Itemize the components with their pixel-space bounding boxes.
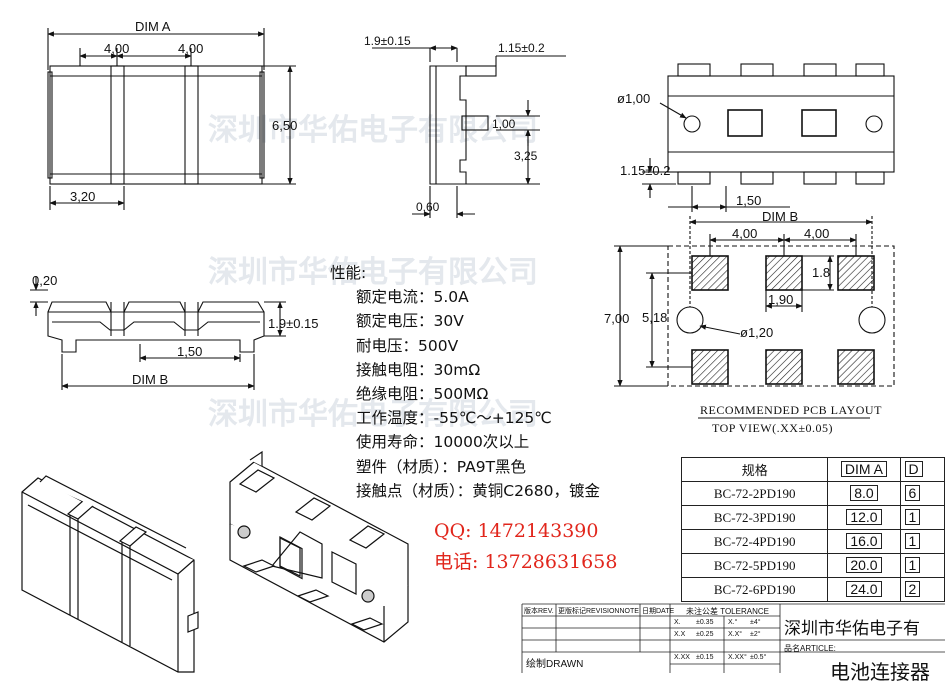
watermark-group: 深圳市华佑电子有限公司 深圳市华佑电子有限公司 深圳市华佑电子有限公司 <box>208 113 538 432</box>
pcb-pitch-2-label: 4,00 <box>804 226 829 241</box>
ang-3: X.XX° <box>728 654 747 661</box>
pcb-caption-subtitle: TOP VIEW(.XX±0.05) <box>712 421 834 435</box>
spec-row: 塑件（材质）：PA9T黑色 <box>356 457 527 476</box>
dim-a-cell: 20.0 <box>827 553 901 578</box>
column-header-model: 规格 <box>680 457 829 482</box>
side-t1-label: 1.9±0.15 <box>364 34 411 48</box>
pcb-layout <box>614 216 895 419</box>
article-name: 电池连接器 <box>830 660 930 684</box>
phone-number: 电话: 13728631658 <box>434 551 618 573</box>
pcb-pad-w-label: 1,90 <box>768 292 793 307</box>
dim-b-cell: 1 <box>899 529 945 554</box>
spec-row: 工作温度：-55℃～+125℃ <box>356 409 552 428</box>
side-t5-label: 0,60 <box>416 200 440 214</box>
table-row: BC-72-4PD190 16.0 1 <box>680 529 945 554</box>
date-label: 日期DATE <box>642 608 675 615</box>
front-pitch-label: 1,50 <box>177 344 202 359</box>
dim-a-cell: 8.0 <box>827 481 901 506</box>
tol-xx-value: ±0.25 <box>696 631 714 638</box>
table-header-row: 规格 DIM A D <box>680 457 945 482</box>
dim-b-cell: 1 <box>899 553 945 578</box>
bottom-pitch-label: 1,50 <box>736 193 761 208</box>
column-header-dim-a: DIM A <box>827 457 901 482</box>
tol-xxx: X.XX <box>674 654 690 661</box>
ang-1-value: ±4° <box>750 619 761 626</box>
table-row: BC-72-6PD190 24.0 2 <box>680 577 945 602</box>
ang-3-value: ±0.5° <box>750 654 767 661</box>
bottom-pad-label: 1.15±0.2 <box>620 163 671 178</box>
spec-row: 额定电流：5.0A <box>356 288 469 307</box>
side-t3-label: 1,00 <box>492 117 516 131</box>
performance-specs: 性能: 额定电流：5.0A 额定电压：30V 耐电压：500V 接触电阻：30m… <box>330 261 600 503</box>
dim-a-cell: 12.0 <box>827 505 901 530</box>
model-cell: BC-72-2PD190 <box>680 481 829 506</box>
side-view <box>372 45 566 218</box>
front-height-label: 1.9±0.15 <box>268 316 319 331</box>
watermark-2: 深圳市华佑电子有限公司 <box>208 255 538 290</box>
dim-b-cell: 1 <box>899 505 945 530</box>
contact-info: QQ: 1472143390 电话: 13728631658 <box>434 516 617 578</box>
pcb-caption: RECOMMENDED PCB LAYOUT TOP VIEW(.XX±0.05… <box>700 403 882 436</box>
bottom-hole-label: ø1,00 <box>617 91 650 106</box>
model-cell: BC-72-4PD190 <box>680 529 829 554</box>
watermark-3: 深圳市华佑电子有限公司 <box>208 397 538 432</box>
tol-xxx-value: ±0.15 <box>696 654 714 661</box>
model-dimension-table: 规格 DIM A D BC-72-2PD190 8.0 6 BC-72-3PD1… <box>680 457 945 602</box>
pcb-pad-h-label: 1.8 <box>812 265 830 280</box>
front-gap-label: 0,20 <box>32 273 57 288</box>
bottom-view <box>642 63 895 212</box>
spec-row: 使用寿命：10000次以上 <box>356 433 530 452</box>
pcb-height-label: 7,00 <box>604 311 629 326</box>
top-height-label: 6,50 <box>272 118 297 133</box>
dim-a-cell: 16.0 <box>827 529 901 554</box>
ang-1: X.° <box>728 619 738 626</box>
isometric-view-2 <box>229 450 409 643</box>
pcb-dim-b-label: DIM B <box>762 209 798 224</box>
side-t4-label: 3,25 <box>514 149 538 163</box>
ang-2-value: ±2° <box>750 631 761 638</box>
company-name: 深圳市华佑电子有 <box>784 619 920 639</box>
model-cell: BC-72-6PD190 <box>680 577 829 602</box>
rev-label: 版本REV. <box>524 608 554 615</box>
top-dim-a-label: DIM A <box>135 19 171 34</box>
dim-b-cell: 6 <box>899 481 945 506</box>
model-cell: BC-72-3PD190 <box>680 505 829 530</box>
revision-note-label: 更版标记REVISIONNOTE <box>558 608 639 615</box>
tol-x: X. <box>674 619 681 626</box>
dim-a-cell: 24.0 <box>827 577 901 602</box>
spec-row: 接触点（材质）：黄铜C2680，镀金 <box>356 481 601 500</box>
pcb-hole-label: ø1,20 <box>740 325 773 340</box>
pcb-caption-title: RECOMMENDED PCB LAYOUT <box>700 403 882 417</box>
qq-number: QQ: 1472143390 <box>434 520 599 542</box>
dim-b-cell: 2 <box>899 577 945 602</box>
ang-2: X.X° <box>728 631 743 638</box>
top-view <box>47 28 296 210</box>
pcb-span-label: 5,18 <box>642 310 667 325</box>
table-row: BC-72-3PD190 12.0 1 <box>680 505 945 530</box>
top-pitch-1-label: 4,00 <box>104 41 129 56</box>
spec-row: 接触电阻：30mΩ <box>356 360 481 379</box>
tol-x-value: ±0.35 <box>696 619 714 626</box>
tolerance-label: 未注公差 TOLERANCE <box>686 607 769 616</box>
article-label: 品名ARTICLE: <box>784 644 836 653</box>
front-dim-b-label: DIM B <box>132 372 168 387</box>
model-cell: BC-72-5PD190 <box>680 553 829 578</box>
tol-xx: X.X <box>674 631 686 638</box>
spec-row: 绝缘电阻：500MΩ <box>356 385 489 404</box>
title-block-frame <box>521 603 945 673</box>
table-row: BC-72-2PD190 8.0 6 <box>680 481 945 506</box>
column-header-dim-b: D <box>899 457 945 482</box>
spec-row: 耐电压：500V <box>356 336 459 355</box>
drawn-label: 绘制DRAWN <box>526 659 584 670</box>
side-t2-label: 1.15±0.2 <box>498 41 545 55</box>
top-width-label: 3,20 <box>70 189 95 204</box>
specs-title: 性能: <box>330 264 367 282</box>
top-pitch-2-label: 4,00 <box>178 41 203 56</box>
front-view <box>30 276 286 390</box>
spec-row: 额定电压：30V <box>356 312 464 331</box>
pcb-pitch-1-label: 4,00 <box>732 226 757 241</box>
isometric-view-1 <box>21 475 199 673</box>
table-row: BC-72-5PD190 20.0 1 <box>680 553 945 578</box>
